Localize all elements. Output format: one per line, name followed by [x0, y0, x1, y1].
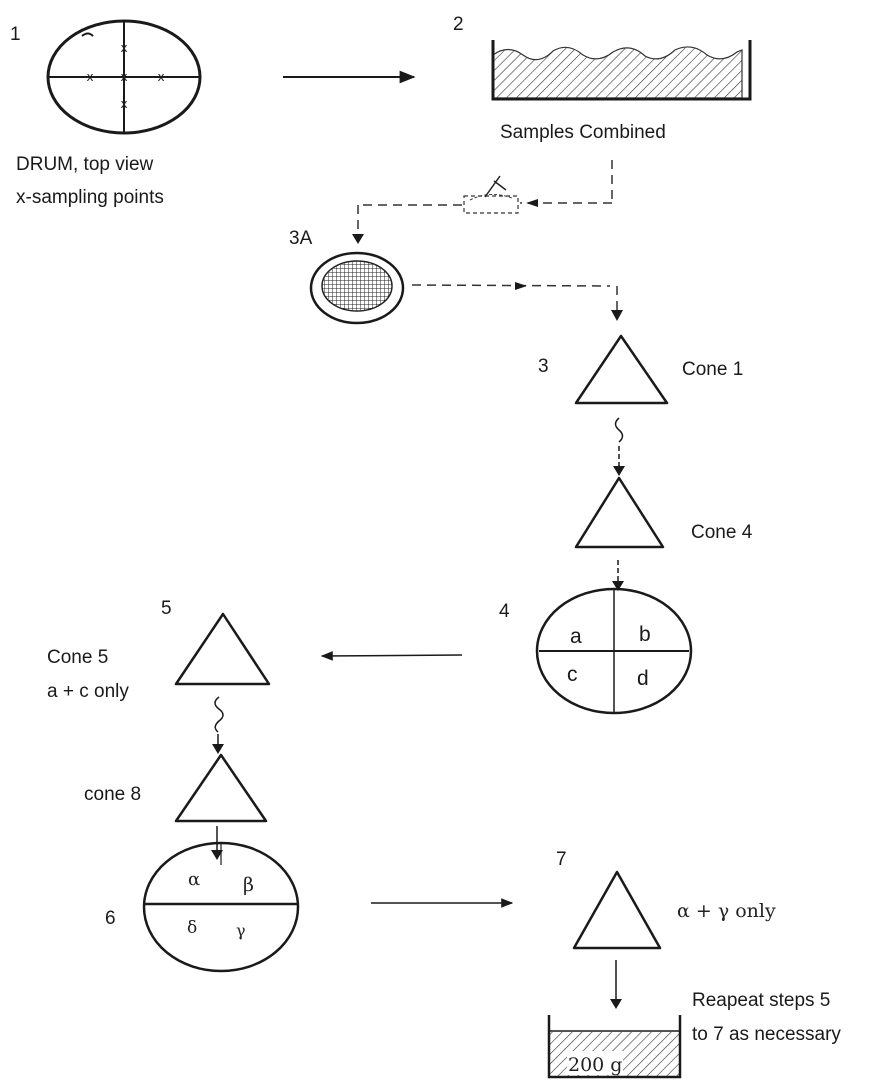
step-5-number: 5 — [161, 598, 172, 619]
repeat-note-line1: Reapeat steps 5 — [692, 990, 830, 1011]
svg-text:x: x — [120, 70, 127, 84]
quarter-alpha: α — [188, 869, 200, 890]
step-6-number: 6 — [105, 908, 116, 929]
quartering-4 — [535, 587, 693, 715]
cone-7-icon — [572, 870, 662, 950]
cone-4-icon — [574, 476, 665, 549]
step-4-number: 4 — [499, 601, 510, 622]
quartering-6 — [142, 841, 300, 973]
cone-8-label: cone 8 — [84, 784, 141, 805]
svg-text:x: x — [86, 70, 93, 84]
dashed-path-3a-to-cone1 — [411, 284, 618, 312]
cone-7-note: α + γ only — [677, 900, 776, 922]
final-sample-mass: 200 g — [568, 1054, 622, 1076]
arrow-4-to-5 — [320, 651, 463, 661]
cone-1-label: Cone 1 — [682, 359, 743, 380]
cone-4-label: Cone 4 — [691, 522, 753, 543]
svg-text:x: x — [157, 70, 164, 84]
drum-caption-line2: x-sampling points — [16, 187, 164, 208]
drum-caption-line1: DRUM, top view — [16, 154, 154, 175]
drum-top-view: x x x x x — [46, 19, 202, 135]
quarter-c: c — [567, 663, 578, 686]
quarter-d: d — [637, 667, 649, 690]
svg-text:x: x — [120, 41, 127, 55]
scoop-icon — [463, 175, 519, 214]
step-3-number: 3 — [538, 356, 549, 377]
samples-combined-label: Samples Combined — [500, 122, 666, 143]
arrowhead-to-3a — [352, 234, 364, 244]
cone-5-icon — [174, 612, 271, 686]
quarter-b: b — [639, 623, 651, 646]
step-7-number: 7 — [556, 849, 567, 870]
quarter-gamma: γ — [236, 921, 246, 940]
quarter-delta: δ — [187, 918, 197, 938]
step-2-number: 2 — [453, 14, 464, 35]
step-1-number: 1 — [10, 24, 21, 45]
arrowhead-into-scoop — [526, 199, 538, 207]
cone-8-icon — [174, 753, 268, 823]
cone-5-note: a + c only — [47, 681, 129, 702]
sampling-point-marks: x x x x x — [86, 41, 164, 111]
repeat-note-line2: to 7 as necessary — [692, 1024, 841, 1045]
cone-1-icon — [574, 334, 669, 405]
mixing-squiggle-2 — [212, 696, 224, 754]
sample-3a-tray — [309, 251, 405, 325]
final-sample-container — [547, 1015, 682, 1079]
quarter-beta: β — [243, 874, 254, 896]
dashed-transfer-path — [357, 160, 613, 236]
svg-text:x: x — [120, 97, 127, 111]
cone-5-label: Cone 5 — [47, 647, 108, 668]
mixing-squiggle-1 — [613, 417, 625, 476]
quarter-a: a — [570, 625, 582, 648]
combined-samples-container — [491, 40, 752, 101]
step-3a-number: 3A — [289, 228, 313, 249]
